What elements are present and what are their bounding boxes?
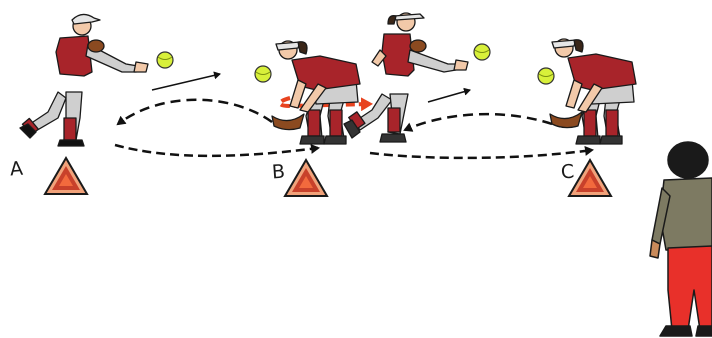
run-arrow-a-to-b	[115, 145, 318, 156]
ball-1	[157, 52, 173, 68]
cone-a	[45, 158, 87, 194]
ball-4	[538, 68, 554, 84]
cone-c	[569, 160, 611, 196]
throw-arrow-a-to-b	[152, 74, 220, 90]
return-arrow-c-to-b	[405, 114, 552, 130]
ball-3	[474, 44, 490, 60]
ball-2	[255, 66, 271, 82]
cone-b	[285, 160, 327, 196]
throw-arrow-b-to-c	[428, 90, 470, 102]
player-a	[20, 14, 148, 146]
return-arrow-b-to-a	[118, 100, 272, 124]
run-arrow-b-to-c	[370, 150, 592, 158]
coach	[650, 142, 712, 336]
player-b-moving	[344, 13, 468, 142]
player-c	[550, 39, 636, 144]
